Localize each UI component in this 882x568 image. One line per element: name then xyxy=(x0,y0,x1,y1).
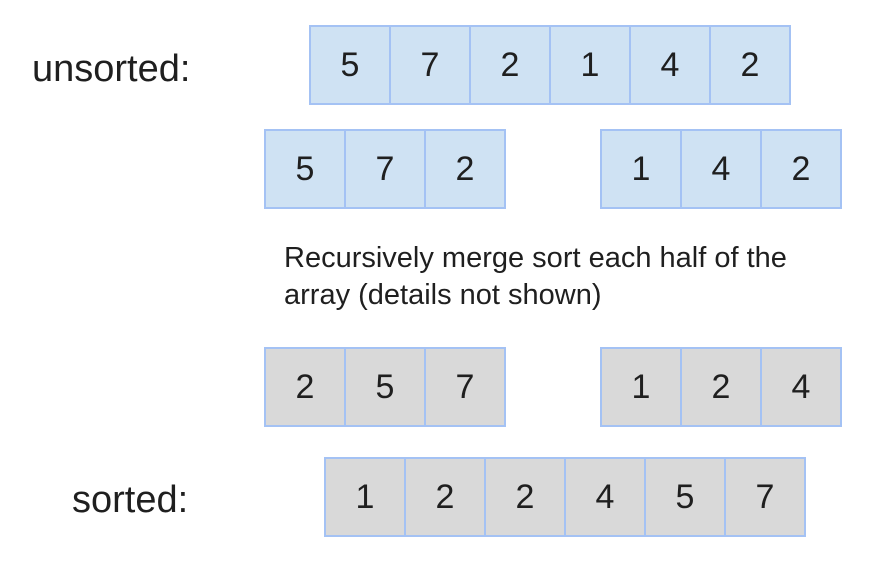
array-cell: 4 xyxy=(760,347,842,427)
unsorted-label: unsorted: xyxy=(32,48,191,90)
array-cell: 1 xyxy=(549,25,631,105)
array-cell: 4 xyxy=(680,129,762,209)
array-cell: 2 xyxy=(264,347,346,427)
array-cell: 1 xyxy=(324,457,406,537)
array-cell: 4 xyxy=(564,457,646,537)
right-sorted-array: 1 2 4 xyxy=(600,347,842,427)
array-cell: 2 xyxy=(760,129,842,209)
left-sorted-array: 2 5 7 xyxy=(264,347,506,427)
array-cell: 7 xyxy=(424,347,506,427)
array-cell: 4 xyxy=(629,25,711,105)
array-cell: 5 xyxy=(344,347,426,427)
array-cell: 2 xyxy=(424,129,506,209)
array-cell: 2 xyxy=(404,457,486,537)
caption-line: array (details not shown) xyxy=(284,279,602,311)
caption-line: Recursively merge sort each half of the xyxy=(284,242,787,274)
recursion-caption: Recursively merge sort each half of the … xyxy=(284,240,864,314)
array-cell: 2 xyxy=(469,25,551,105)
sorted-label: sorted: xyxy=(72,479,189,521)
array-cell: 1 xyxy=(600,129,682,209)
array-cell: 5 xyxy=(309,25,391,105)
array-cell: 7 xyxy=(389,25,471,105)
right-half-array: 1 4 2 xyxy=(600,129,842,209)
array-cell: 2 xyxy=(680,347,762,427)
array-cell: 5 xyxy=(264,129,346,209)
array-cell: 2 xyxy=(484,457,566,537)
left-half-array: 5 7 2 xyxy=(264,129,506,209)
array-cell: 5 xyxy=(644,457,726,537)
array-cell: 1 xyxy=(600,347,682,427)
array-cell: 7 xyxy=(724,457,806,537)
array-cell: 2 xyxy=(709,25,791,105)
array-cell: 7 xyxy=(344,129,426,209)
sorted-array: 1 2 2 4 5 7 xyxy=(324,457,806,537)
unsorted-array: 5 7 2 1 4 2 xyxy=(309,25,791,105)
